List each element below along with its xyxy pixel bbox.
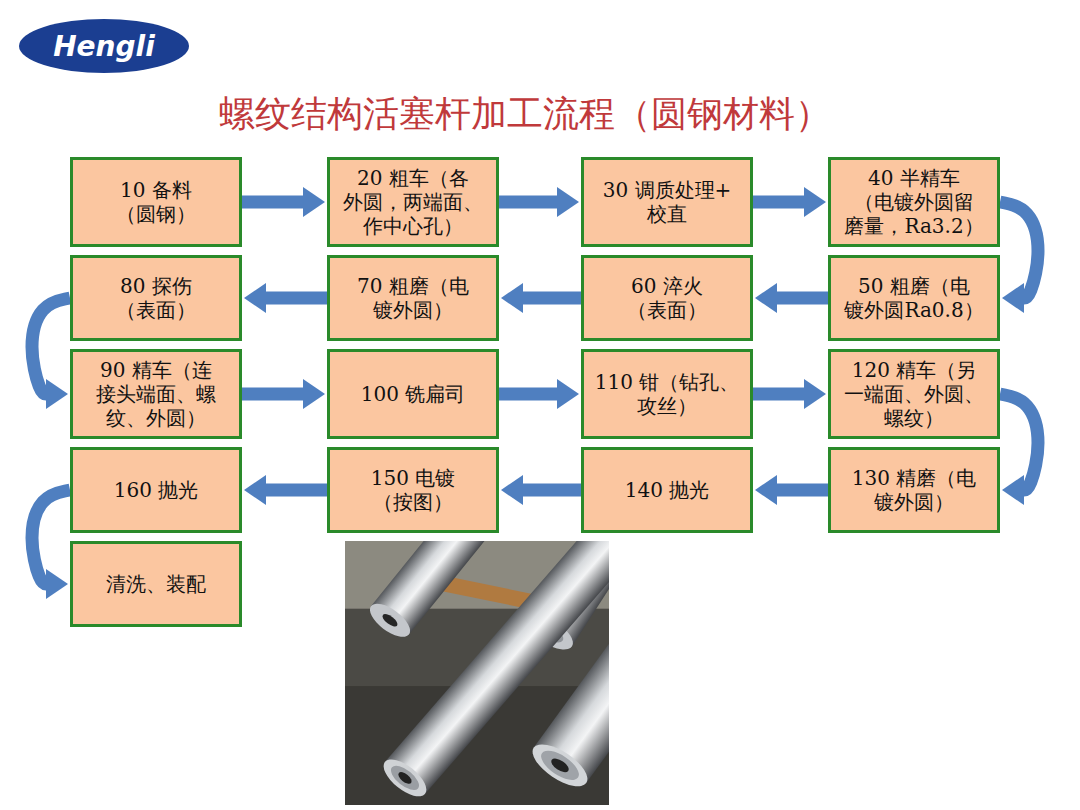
step-text: 160 抛光 [114,478,199,502]
process-box: 80 探伤 （表面） [70,255,242,341]
flow-arrow [753,196,805,209]
process-box: 90 精车（连 接头端面、螺 纹、外圆） [70,349,242,439]
process-box: 20 粗车（各 外圆，两端面、 作中心孔） [327,157,499,247]
process-box: 70 粗磨（电 镀外圆） [327,255,499,341]
rod-hole [396,770,413,786]
step-text: Hengli [53,30,155,63]
process-box: 140 抛光 [581,447,753,533]
flow-arrow [1000,202,1038,298]
rod-end [377,753,432,803]
logo-fill [19,19,189,73]
flow-arrow [753,388,805,401]
rod-hole [549,756,571,775]
flow-arrow [499,388,558,401]
step-text: 130 精磨（电 镀外圆） [839,466,989,514]
step-text: 70 粗磨（电 镀外圆） [338,274,488,322]
rod-end [364,598,415,643]
step-text: 90 精车（连 接头端面、螺 纹、外圆） [81,358,231,430]
flow-arrow [32,490,70,584]
process-box: 30 调质处理+ 校直 [581,157,753,247]
process-box: 50 粗磨（电 镀外圆Ra0.8） [828,255,1000,341]
process-box: 60 淬火 （表面） [581,255,753,341]
flow-arrow [32,298,70,394]
process-box: 清洗、装配 [70,541,242,627]
step-text: 100 铣扁司 [361,382,466,406]
process-box: 100 铣扁司 [327,349,499,439]
step-text: 50 粗磨（电 镀外圆Ra0.8） [839,274,989,322]
process-box: 110 钳（钻孔、 攻丝） [581,349,753,439]
page-title: 螺纹结构活塞杆加工流程（圆钢材料） [0,90,1050,139]
step-text: 30 调质处理+ 校直 [592,178,742,226]
process-box: 130 精磨（电 镀外圆） [828,447,1000,533]
step-text: 10 备料 （圆钢） [81,178,231,226]
rod-photo [345,541,609,805]
rod-end-step [387,761,423,794]
flow-arrow [265,292,327,305]
flow-arrow [776,292,828,305]
step-text: 40 半精车 （电镀外圆留 磨量，Ra3.2） [839,166,989,238]
flow-arrow [242,196,304,209]
rod-end [526,737,594,795]
process-box: 160 抛光 [70,447,242,533]
process-box: 10 备料 （圆钢） [70,157,242,247]
process-box: 120 精车（另 一端面、外圆、 螺纹） [828,349,1000,439]
flow-arrow [1000,394,1038,490]
logo-ellipse: Hengli [18,18,190,74]
flow-arrow [522,484,581,497]
rod-hole [380,612,399,629]
piston-rod [526,541,609,794]
flow-arrow [265,484,327,497]
step-text: 60 淬火 （表面） [592,274,742,322]
step-text: 20 粗车（各 外圆，两端面、 作中心孔） [338,166,488,238]
step-text: 80 探伤 （表面） [81,274,231,322]
rod-end-step [536,745,584,785]
flow-arrow [522,292,581,305]
flow-arrow [499,196,558,209]
flow-arrow [776,484,828,497]
process-box: 40 半精车 （电镀外圆留 磨量，Ra3.2） [828,157,1000,247]
process-box: 150 电镀 （按图） [327,447,499,533]
step-text: 110 钳（钻孔、 攻丝） [592,370,742,418]
step-text: 140 抛光 [625,478,710,502]
piston-rod [377,541,609,803]
flow-arrow [242,388,304,401]
step-text: 150 电镀 （按图） [338,466,488,514]
step-text: 120 精车（另 一端面、外圆、 螺纹） [839,358,989,430]
step-text: 清洗、装配 [106,572,206,596]
